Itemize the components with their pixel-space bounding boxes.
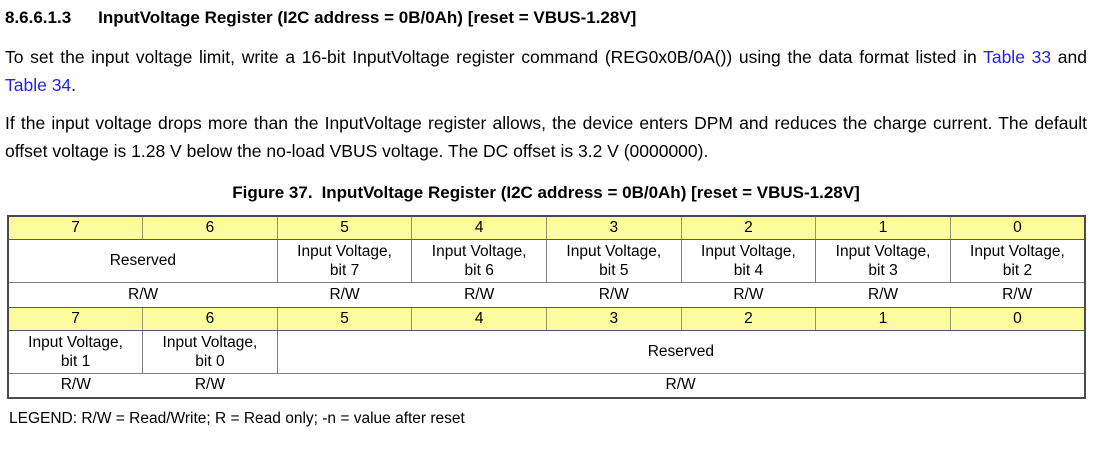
legend-text: LEGEND: R/W = Read/Write; R = Read only;… (9, 410, 465, 427)
bit-number-cell: 6 (142, 306, 278, 331)
table-33-link[interactable]: Table 33 (983, 47, 1052, 67)
bit-number-cell: 3 (546, 215, 682, 240)
bit-number-cell: 1 (815, 215, 951, 240)
bit-number-cell: 2 (680, 215, 817, 240)
access-cell: R/W (8, 372, 143, 399)
bit-number-cell: 0 (949, 215, 1086, 240)
figure-title: InputVoltage Register (I2C address = 0B/… (321, 183, 860, 202)
section-heading: 8.6.6.1.3 InputVoltage Register (I2C addr… (5, 7, 1087, 28)
bit-number-cell: 6 (142, 215, 278, 240)
paragraph-intro-conjunction: and (1051, 47, 1087, 67)
access-cell: R/W (142, 372, 278, 399)
field-cell: Input Voltage,bit 5 (546, 238, 682, 283)
bit-number-cell: 7 (7, 215, 144, 240)
paragraph-dpm: If the input voltage drops more than the… (5, 113, 1087, 161)
field-cell: Reserved (276, 329, 1086, 374)
field-cell: Input Voltage,bit 3 (815, 238, 951, 283)
access-cell: R/W (546, 281, 682, 308)
bit-number-cell: 4 (411, 215, 547, 240)
section-title: InputVoltage Register (I2C address = 0B/… (98, 8, 637, 27)
bit-number-cell: 0 (949, 306, 1086, 331)
access-cell: R/W (950, 281, 1085, 308)
table-34-link[interactable]: Table 34 (5, 75, 72, 95)
field-cell: Input Voltage,bit 0 (142, 329, 278, 374)
paragraph-intro-period: . (71, 75, 77, 95)
access-cell: R/W (411, 281, 547, 308)
section-number: 8.6.6.1.3 (5, 8, 72, 27)
field-cell: Input Voltage,bit 1 (7, 329, 144, 374)
access-cell: R/W (681, 281, 816, 308)
bit-number-cell: 1 (815, 306, 951, 331)
paragraph-intro-text: To set the input voltage limit, write a … (5, 47, 984, 67)
bit-number-cell: 5 (276, 306, 413, 331)
access-cell: R/W (277, 281, 412, 308)
bit-number-cell: 4 (411, 306, 547, 331)
bit-number-cell: 5 (276, 215, 413, 240)
bit-number-cell: 3 (546, 306, 682, 331)
field-cell: Input Voltage,bit 2 (949, 238, 1086, 283)
bit-number-cell: 2 (680, 306, 817, 331)
bit-number-cell: 7 (7, 306, 144, 331)
paragraph-intro: To set the input voltage limit, write a … (5, 43, 1087, 99)
field-cell: Reserved (7, 238, 278, 283)
field-cell: Input Voltage,bit 4 (680, 238, 817, 283)
figure-caption: Figure 37. InputVoltage Register (I2C add… (5, 182, 1087, 204)
access-cell: R/W (8, 281, 278, 308)
figure-number: Figure 37. (232, 183, 313, 202)
access-cell: R/W (815, 281, 951, 308)
field-cell: Input Voltage,bit 7 (276, 238, 413, 283)
field-cell: Input Voltage,bit 6 (411, 238, 547, 283)
access-cell: R/W (277, 372, 1085, 399)
